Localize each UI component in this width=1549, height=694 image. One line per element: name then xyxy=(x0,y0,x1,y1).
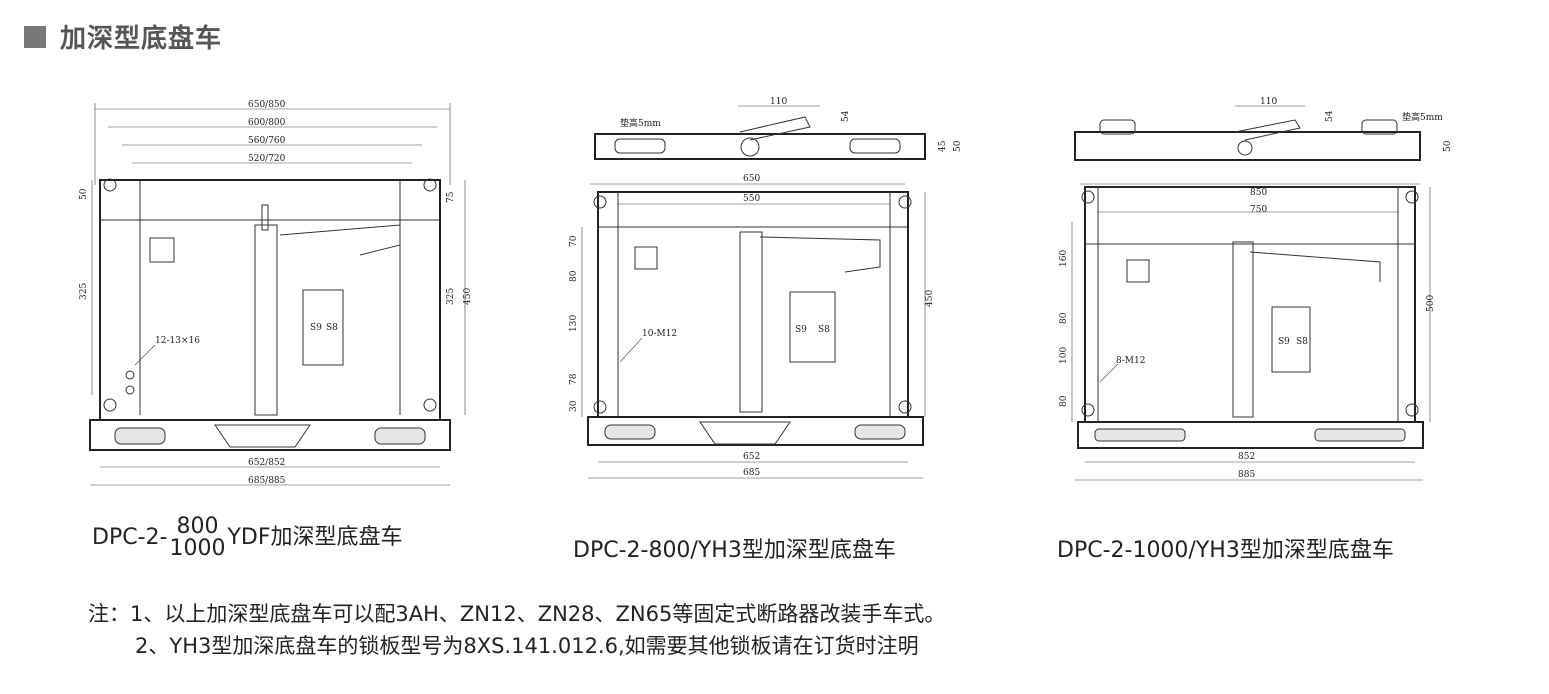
dim3-top-2: 750 xyxy=(1250,205,1267,215)
dim3-right-1: 500 xyxy=(1426,295,1436,312)
label-s8-1: S8 xyxy=(326,323,338,333)
tv3-dim-2: 54 xyxy=(1325,110,1335,122)
dim-left-1: 50 xyxy=(79,188,89,200)
dim-right-1: 75 xyxy=(446,191,456,203)
dim-right-3: 450 xyxy=(463,288,473,305)
dim3-bottom-2: 885 xyxy=(1238,470,1255,480)
dim3-left-1: 160 xyxy=(1059,250,1069,267)
caption-ydf-prefix: DPC-2- xyxy=(92,525,168,550)
drawing-800-yh3: 110 54 45 50 垫高5mm 650 550 S9 S8 70 80 1… xyxy=(569,97,960,479)
dim3-top-1: 850 xyxy=(1250,188,1267,198)
dim3-left-4: 80 xyxy=(1059,395,1069,407)
drawing-ydf: 650/850 600/800 560/760 520/720 50 325 7… xyxy=(79,100,473,486)
tv2-pad: 垫高5mm xyxy=(620,117,661,129)
label-s8-2: S8 xyxy=(818,325,830,335)
dim-top-2: 600/800 xyxy=(248,118,286,128)
dim2-bottom-1: 652 xyxy=(743,452,760,462)
tv3-dim-3: 50 xyxy=(1443,140,1450,152)
dim2-left-3: 130 xyxy=(569,315,579,332)
tv2-dim-1: 110 xyxy=(770,97,787,107)
dim2-left-5: 30 xyxy=(569,400,579,412)
header-square-icon xyxy=(24,25,46,48)
tv3-dim-1: 110 xyxy=(1260,97,1277,107)
dim-right-2: 325 xyxy=(446,288,456,305)
caption-ydf-den: 1000 xyxy=(169,536,226,561)
drawing-1000-yh3: 110 54 50 垫高5mm 850 750 S9 S8 160 80 100… xyxy=(1059,97,1450,481)
dim2-top-1: 650 xyxy=(743,174,760,184)
caption-1000-yh3: DPC-2-1000/YH3型加深型底盘车 xyxy=(1057,538,1394,563)
dim-left-2: 325 xyxy=(79,283,89,300)
tv3-pad: 垫高5mm xyxy=(1402,111,1443,123)
hole-note-1: 12-13×16 xyxy=(155,336,200,346)
caption-ydf-suffix: YDF加深型底盘车 xyxy=(227,525,403,550)
tv2-dim-4: 50 xyxy=(953,140,960,152)
label-s9-1: S9 xyxy=(310,323,322,333)
hole-note-3: 8-M12 xyxy=(1116,356,1145,366)
dim3-left-3: 100 xyxy=(1059,347,1069,364)
dim-top-1: 650/850 xyxy=(248,100,286,110)
section-title: 加深型底盘车 xyxy=(60,24,223,54)
dim2-left-4: 78 xyxy=(569,373,579,385)
dim2-right-1: 450 xyxy=(925,290,935,307)
dim-top-4: 520/720 xyxy=(248,154,286,164)
label-s9-2: S9 xyxy=(795,325,807,335)
note-line-1: 注：1、以上加深型底盘车可以配3AH、ZN12、ZN28、ZN65等固定式断路器… xyxy=(88,602,946,626)
dim2-bottom-2: 685 xyxy=(743,468,760,478)
dim2-top-2: 550 xyxy=(743,194,760,204)
section-header: 加深型底盘车 xyxy=(24,18,222,55)
tv2-dim-2: 54 xyxy=(841,110,851,122)
label-s9-3: S9 xyxy=(1278,337,1290,347)
caption-800-yh3: DPC-2-800/YH3型加深型底盘车 xyxy=(573,538,896,563)
label-s8-3: S8 xyxy=(1296,337,1308,347)
note-line-2: 2、YH3型加深底盘车的锁板型号为8XS.141.012.6,如需要其他锁板请在… xyxy=(135,634,919,658)
dim3-bottom-1: 852 xyxy=(1238,452,1255,462)
dim-top-3: 560/760 xyxy=(248,136,286,146)
hole-note-2: 10-M12 xyxy=(642,329,677,339)
dim2-left-2: 80 xyxy=(569,270,579,282)
tv2-dim-3: 45 xyxy=(938,140,948,152)
dim-bottom-1: 652/852 xyxy=(248,458,285,468)
caption-ydf-num: 800 xyxy=(176,514,219,539)
dim-bottom-2: 685/885 xyxy=(248,476,286,486)
dim3-left-2: 80 xyxy=(1059,312,1069,324)
dim2-left-1: 70 xyxy=(569,235,579,247)
